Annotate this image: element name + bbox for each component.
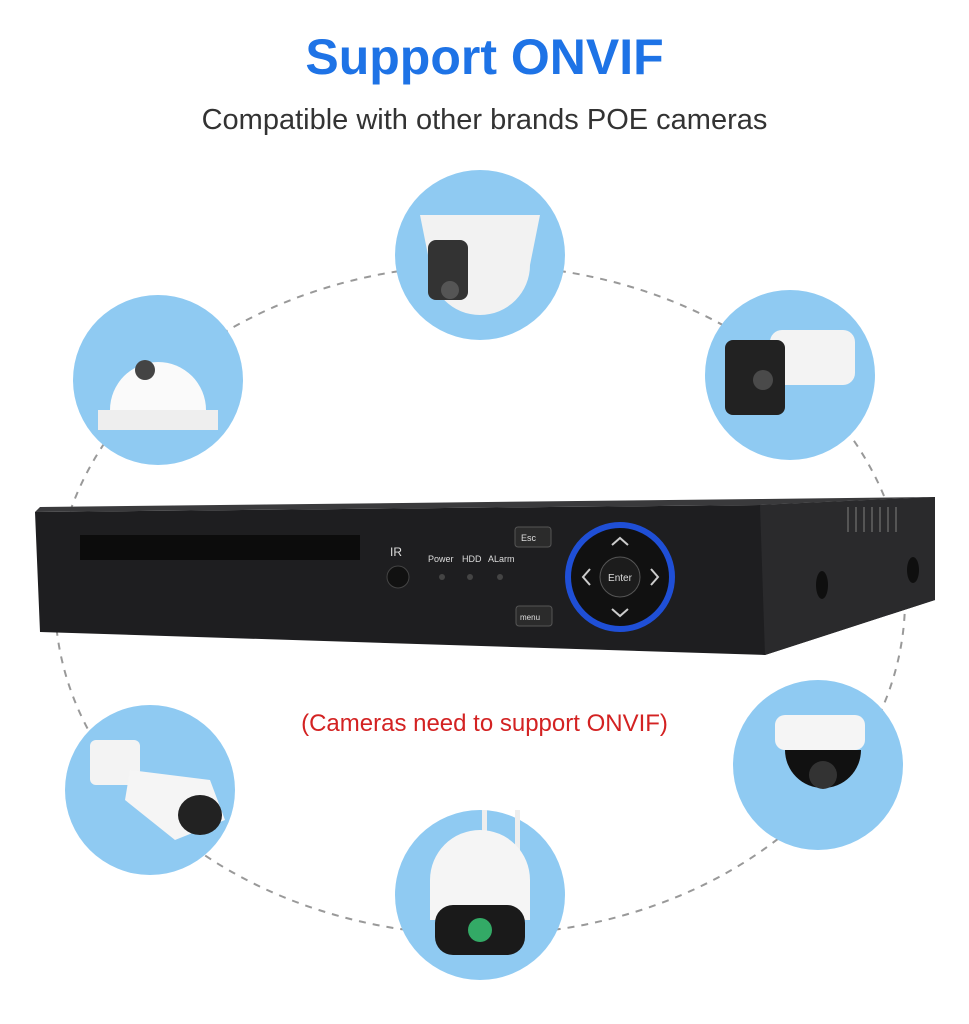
arrow-right-icon[interactable] bbox=[650, 568, 660, 586]
onvif-note: (Cameras need to support ONVIF) bbox=[301, 710, 668, 737]
hdd-led-label: HDD bbox=[462, 554, 482, 564]
page-subtitle: Compatible with other brands POE cameras bbox=[201, 104, 768, 136]
menu-label: menu bbox=[520, 613, 540, 622]
vent-grille bbox=[847, 507, 897, 532]
turret-camera-circle bbox=[395, 170, 565, 340]
power-led-label: Power bbox=[428, 554, 454, 564]
esc-label: Esc bbox=[521, 533, 537, 543]
enter-button[interactable] bbox=[599, 556, 641, 598]
wifi-ptz-camera-circle bbox=[395, 810, 565, 980]
alarm-led-label: ALarm bbox=[488, 554, 515, 564]
arrow-left-icon[interactable] bbox=[581, 568, 591, 586]
arrow-down-icon[interactable] bbox=[611, 608, 629, 618]
bullet-camera-circle bbox=[705, 290, 875, 460]
esc-button[interactable] bbox=[514, 526, 552, 548]
vandal-dome-camera-circle bbox=[733, 680, 903, 850]
bullet-camera-white-circle bbox=[65, 705, 235, 875]
menu-button[interactable] bbox=[515, 605, 553, 627]
enter-label: Enter bbox=[608, 573, 633, 584]
camera-circles bbox=[65, 170, 903, 980]
arrow-up-icon[interactable] bbox=[611, 536, 629, 546]
ir-sensor bbox=[386, 565, 410, 589]
page-title: Support ONVIF bbox=[305, 29, 664, 85]
disc-slot bbox=[80, 535, 360, 560]
dome-camera-circle bbox=[73, 295, 243, 465]
ir-label: IR bbox=[390, 545, 402, 559]
nvr-recorder: IR Power HDD ALarm Esc menu Enter bbox=[35, 497, 935, 655]
